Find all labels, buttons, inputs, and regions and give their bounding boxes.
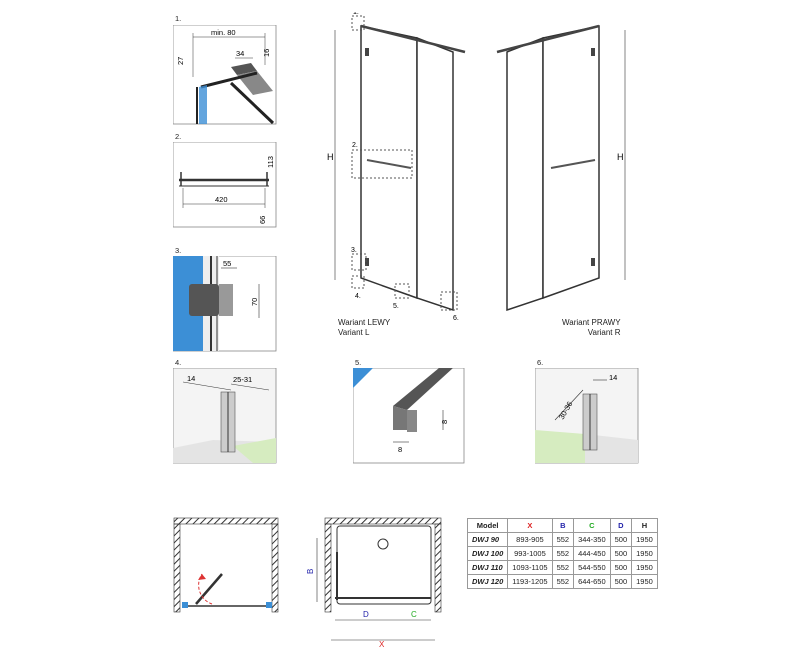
- detail-3-number: 3.: [175, 246, 182, 255]
- cell-model: DWJ 120: [466, 574, 509, 589]
- main-elevation-drawing: H 1. 2. 3. 4. 5. 6. H: [327, 12, 626, 322]
- table-row: DWJ 120 1193-1205 552 644-650 500 1950: [466, 574, 658, 589]
- cell-x: 893-905: [507, 532, 553, 547]
- variant-right-line-1: Wariant PRAWY: [562, 318, 621, 327]
- h-label-left: H: [327, 152, 334, 162]
- d4-w1-label: 14: [187, 374, 195, 383]
- d4-w2-label: 25-31: [233, 375, 252, 384]
- detail-4-number: 4.: [175, 358, 182, 367]
- col-model: Model: [466, 518, 509, 533]
- top-plan-dimensions: B D C X: [306, 517, 442, 649]
- cell-model: DWJ 110: [466, 560, 509, 575]
- detail-5-number: 5.: [355, 358, 362, 367]
- d1-h1-label: 27: [176, 57, 185, 65]
- cell-x: 1093-1105: [507, 560, 553, 575]
- cell-h: 1950: [631, 560, 658, 575]
- table-row: DWJ 110 1093-1105 552 544-550 500 1950: [466, 560, 658, 575]
- cell-x: 1193-1205: [507, 574, 553, 589]
- detail-2-drawing: 420 113 66: [173, 142, 277, 228]
- cell-model: DWJ 100: [466, 546, 509, 561]
- door-swing-plan: [173, 517, 279, 613]
- col-x: X: [507, 518, 553, 533]
- dim-b-label: B: [306, 569, 315, 574]
- cell-b: 552: [551, 560, 575, 575]
- cell-c: 344-350: [573, 532, 611, 547]
- cell-b: 552: [551, 574, 575, 589]
- cell-c: 444-450: [573, 546, 611, 561]
- cell-d: 500: [609, 532, 633, 547]
- d6-width-label: 14: [609, 373, 617, 382]
- callout-6: 6.: [453, 315, 459, 322]
- variant-right-line-2: Variant R: [587, 328, 621, 337]
- variant-left-line-1: Wariant LEWY: [338, 318, 391, 327]
- h-label-right: H: [617, 152, 624, 162]
- table-row: DWJ 90 893-905 552 344-350 500 1950: [466, 532, 658, 547]
- cell-c: 644-650: [573, 574, 611, 589]
- dim-d-label: D: [363, 610, 369, 619]
- detail-4-drawing: 14 25-31: [173, 368, 277, 464]
- dim-c-label: C: [411, 610, 417, 619]
- cell-h: 1950: [631, 532, 658, 547]
- dimensions-table: Model X B C D H DWJ 90 893-905 552 344-3…: [466, 518, 658, 589]
- cell-d: 500: [609, 560, 633, 575]
- cell-x: 993-1005: [507, 546, 553, 561]
- detail-5-drawing: 8 8: [353, 368, 465, 464]
- detail-6-number: 6.: [537, 358, 544, 367]
- d3-width-label: 55: [223, 259, 231, 268]
- table-row: DWJ 100 993-1005 552 444-450 500 1950: [466, 546, 658, 561]
- col-c: C: [573, 518, 611, 533]
- cell-d: 500: [609, 574, 633, 589]
- variant-left-label: Wariant LEWY Variant L: [338, 318, 390, 338]
- d5-height-label: 8: [440, 420, 449, 424]
- callout-1: 1.: [353, 12, 359, 16]
- d1-min-label: min. 80: [211, 28, 236, 37]
- col-b: B: [551, 518, 575, 533]
- cell-b: 552: [551, 546, 575, 561]
- detail-6-drawing: 14 30-36: [535, 368, 639, 464]
- dim-x-label: X: [379, 640, 385, 649]
- detail-3-drawing: 55 70: [173, 256, 277, 352]
- table-header-row: Model X B C D H: [466, 518, 658, 533]
- d2-h2-label: 66: [258, 216, 267, 224]
- detail-2-number: 2.: [175, 132, 182, 141]
- d5-width-label: 8: [398, 445, 402, 454]
- detail-1-number: 1.: [175, 14, 182, 23]
- d1-width-label: 34: [236, 49, 244, 58]
- cell-h: 1950: [631, 574, 658, 589]
- detail-1-drawing: min. 80 34 27 16: [173, 25, 277, 125]
- cell-model: DWJ 90: [466, 532, 509, 547]
- cell-d: 500: [609, 546, 633, 561]
- callout-5: 5.: [393, 303, 399, 310]
- callout-4: 4.: [355, 293, 361, 300]
- d2-h1-label: 113: [266, 156, 275, 168]
- callout-3: 3.: [351, 247, 357, 254]
- d2-width-label: 420: [215, 195, 228, 204]
- cell-h: 1950: [631, 546, 658, 561]
- variant-right-label: Wariant PRAWY Variant R: [562, 318, 621, 338]
- cell-b: 552: [551, 532, 575, 547]
- callout-2: 2.: [352, 142, 358, 149]
- col-h: H: [631, 518, 658, 533]
- cell-c: 544-550: [573, 560, 611, 575]
- d3-height-label: 70: [250, 298, 259, 306]
- d1-h2-label: 16: [262, 49, 271, 57]
- variant-left-line-2: Variant L: [338, 328, 370, 337]
- col-d: D: [609, 518, 633, 533]
